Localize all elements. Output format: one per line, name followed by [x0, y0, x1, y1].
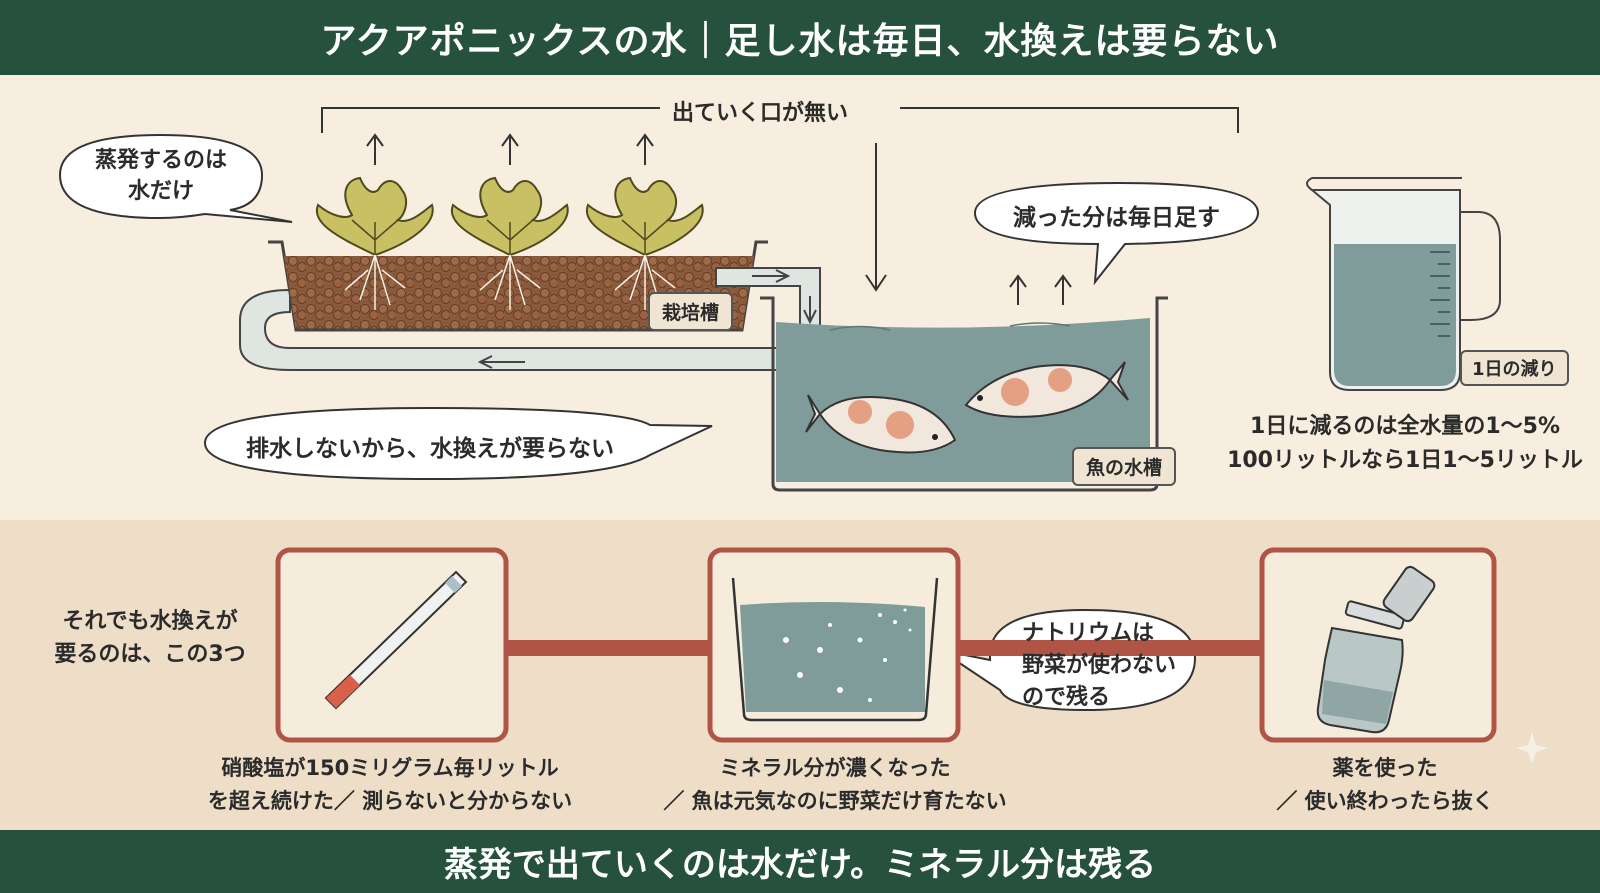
case-mineral-caption: ミネラル分が濃くなった ／ 魚は元気なのに野菜だけ育たない — [663, 756, 1007, 813]
grow-bed-label: 栽培槽 — [648, 292, 734, 331]
measuring-pitcher — [1306, 177, 1501, 391]
title-banner: アクアポニックスの水｜足し水は毎日、水換えは要らない — [0, 0, 1600, 75]
plant-2 — [450, 176, 569, 310]
fish-1 — [805, 394, 957, 454]
footer-text: 蒸発で出ていくのは水だけ。ミネラル分は残る — [443, 845, 1157, 885]
speech-bubble-shapes — [58, 133, 1260, 712]
footer-banner: 蒸発で出ていくのは水だけ。ミネラル分は残る — [0, 830, 1600, 893]
fish-tank-label: 魚の水槽 — [1072, 447, 1177, 486]
pitcher-label: 1日の減り — [1460, 350, 1569, 386]
evaporation-bubble-text: 蒸発するのは 水だけ — [94, 148, 227, 204]
case-nitrate-caption: 硝酸塩が150ミリグラム毎リットル を超え続けた／ 測らないと分からない — [207, 756, 573, 813]
sparkle-icon — [1516, 732, 1548, 764]
mineral-tank-icon — [731, 577, 939, 722]
test-strip-icon — [324, 570, 468, 710]
no-exit-bracket — [321, 107, 1239, 292]
no-drain-bubble-text: 排水しないから、水換えが要らない — [246, 436, 614, 462]
return-pipe — [239, 288, 798, 371]
plant-1 — [315, 176, 434, 310]
evaporation-arrows — [366, 133, 1072, 305]
fish-2 — [964, 361, 1129, 418]
medicine-bottle-icon — [1316, 565, 1436, 734]
page-title: アクアポニックスの水｜足し水は毎日、水換えは要らない — [320, 20, 1280, 62]
daily-loss-note: 1日に減るのは全水量の1～5% 100リットルなら1日1～5リットル — [1227, 414, 1583, 473]
plant-3 — [585, 176, 704, 310]
top-up-bubble-text: 減った分は毎日足す — [1013, 205, 1220, 231]
case-medicine-caption: 薬を使った ／ 使い終わったら抜く — [1276, 756, 1494, 813]
no-exit-label: 出ていく口が無い — [672, 101, 849, 126]
sodium-bubble-text: ナトリウムは 野菜が使わない ので残る — [1022, 621, 1177, 710]
exceptions-intro: それでも水換えが 要るのは、この3つ — [54, 609, 246, 667]
